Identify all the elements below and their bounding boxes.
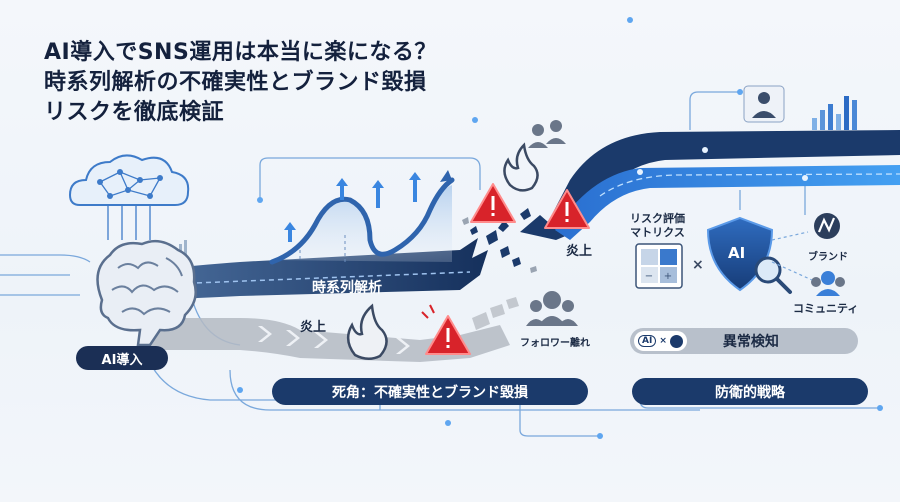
anomaly-detection-label: 異常検知	[722, 334, 779, 350]
magnifier-icon	[754, 256, 792, 294]
gray-flow-band	[150, 318, 510, 362]
flow-nodes	[637, 147, 808, 181]
warning-icon	[470, 183, 516, 223]
time-series-label: 時系列解析	[312, 280, 382, 296]
trend-wave-line	[269, 177, 455, 265]
gray-flow-chevrons	[258, 326, 410, 354]
gray-fragments	[472, 297, 519, 330]
up-arrows	[284, 172, 421, 242]
page-title: AI導入でSNS運用は本当に楽になる？ 時系列解析の不確実性とブランド毀損 リス…	[44, 38, 437, 128]
title-line-3: リスクを徹底検証	[44, 100, 225, 125]
matrix-times-sign: ×	[692, 257, 704, 273]
brand-label: ブランド	[808, 252, 848, 263]
person-icon	[669, 334, 683, 348]
warning-icon	[544, 189, 590, 229]
title-line-2: 時系列解析の不確実性とブランド毀損	[44, 70, 427, 95]
shield-label: AI	[728, 244, 746, 262]
chip-times-sign: ×	[659, 336, 667, 346]
warning-icon	[421, 304, 471, 355]
anomaly-detection-bar: AI × 異常検知	[630, 328, 858, 354]
community-label: コミュニティ	[793, 302, 859, 315]
flame-label-lower: 炎上	[300, 320, 327, 335]
risk-matrix-label: リスク評価 マトリクス	[630, 212, 685, 240]
blind-spot-banner: 死角：不確実性とブランド毀損	[272, 378, 588, 405]
risk-matrix-icon: − +	[635, 243, 683, 289]
chip-ai-badge: AI	[638, 335, 657, 347]
people-group-icon	[526, 291, 578, 326]
risk-matrix-label-line-2: マトリクス	[630, 226, 685, 239]
manager-icon	[743, 85, 785, 123]
defense-strategy-banner: 防衛的戦略	[632, 378, 868, 405]
flame-icon-lower	[346, 303, 388, 360]
svg-text:−: −	[645, 271, 653, 282]
title-line-1: AI導入でSNS運用は本当に楽になる？	[44, 40, 437, 65]
community-icon	[811, 271, 845, 296]
follower-loss-label: フォロワー離れ	[520, 338, 590, 349]
shield-links	[771, 231, 813, 281]
shattered-fragments	[470, 208, 531, 267]
mini-bar-chart-right	[812, 96, 857, 130]
cloud-network-icon	[68, 154, 190, 240]
flame-icon-top	[503, 142, 539, 192]
ai-person-chip: AI ×	[634, 331, 687, 351]
svg-text:+: +	[664, 271, 672, 282]
brand-logo-icon	[814, 213, 840, 239]
blue-flow	[555, 165, 900, 240]
people-group-icon-top	[528, 120, 566, 148]
flame-label-upper: 炎上	[566, 244, 593, 259]
brain-icon	[96, 239, 197, 347]
risk-matrix-label-line-1: リスク評価	[630, 212, 685, 225]
ai-intro-badge: AI導入	[76, 346, 168, 370]
gray-shards	[462, 217, 537, 273]
upper-navy-flow	[520, 130, 900, 240]
